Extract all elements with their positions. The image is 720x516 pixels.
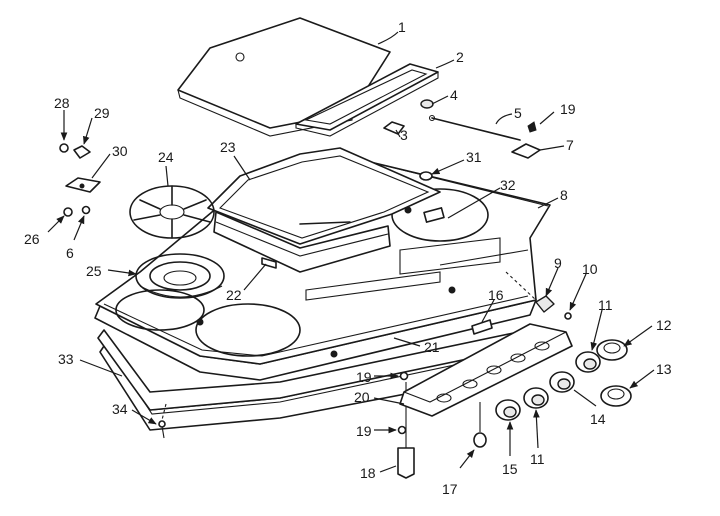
part-cover (177, 17, 391, 137)
callout-25: 25 (86, 263, 102, 279)
callout-10: 10 (582, 261, 598, 277)
callout-17: 17 (442, 481, 458, 497)
callout-16: 16 (488, 287, 504, 303)
part-burner-grate (129, 185, 215, 239)
callout-19-top: 19 (560, 101, 576, 117)
callout-7: 7 (566, 137, 574, 153)
part-griddle (207, 147, 441, 245)
part-knob-bezels (596, 339, 632, 407)
part-control-knobs (495, 351, 601, 421)
callout-22: 22 (226, 287, 242, 303)
assembly-line-screw (161, 403, 167, 421)
callout-11-right: 11 (598, 297, 613, 313)
part-burner-ring (135, 253, 225, 299)
callout-23: 23 (220, 139, 236, 155)
callout-2: 2 (456, 49, 464, 65)
callout-13: 13 (656, 361, 672, 377)
callout-20: 20 (354, 389, 370, 405)
assembly-line-valve (505, 271, 537, 301)
callout-24: 24 (158, 149, 174, 165)
part-control-panel (399, 323, 573, 417)
callout-5: 5 (514, 105, 522, 121)
callout-32: 32 (500, 177, 516, 193)
callout-6: 6 (66, 245, 74, 261)
callout-34: 34 (112, 401, 128, 417)
callout-33: 33 (58, 351, 74, 367)
callout-8: 8 (560, 187, 568, 203)
callout-3: 3 (400, 127, 408, 143)
callout-14: 14 (590, 411, 606, 427)
part-griddle-drip-pan (213, 211, 391, 273)
callout-4: 4 (450, 87, 458, 103)
callout-30: 30 (112, 143, 128, 159)
callout-9: 9 (554, 255, 562, 271)
callout-28: 28 (54, 95, 70, 111)
callout-1: 1 (398, 19, 406, 35)
callout-26: 26 (24, 231, 40, 247)
callout-18: 18 (360, 465, 376, 481)
callout-21: 21 (424, 339, 440, 355)
callout-19-mid: 19 (356, 369, 372, 385)
leader-lines (47, 31, 655, 473)
callout-15: 15 (502, 461, 518, 477)
callout-11-bottom: 11 (530, 451, 545, 467)
callout-numbers: 1 2 3 4 5 19 7 8 28 29 30 24 23 31 32 26… (24, 19, 672, 497)
callout-29: 29 (94, 105, 110, 121)
callout-31: 31 (466, 149, 482, 165)
callout-19-low: 19 (356, 423, 372, 439)
part-cover-frame (295, 63, 439, 137)
part-small-components (59, 99, 572, 479)
callout-12: 12 (656, 317, 672, 333)
